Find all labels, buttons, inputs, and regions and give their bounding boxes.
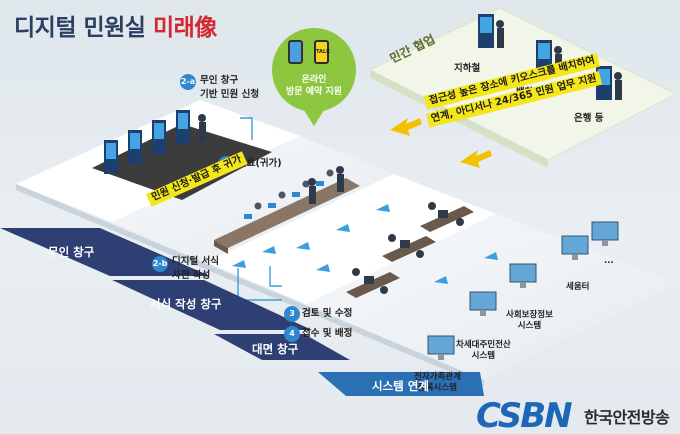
band-unmanned-counter: 무인 창구	[48, 245, 95, 259]
step-2a-label-line-2: 기반 민원 신청	[200, 89, 260, 100]
smartphone-icon	[288, 40, 303, 64]
system-seumteo: 세움터	[566, 282, 590, 292]
step-4-label: 접수 및 배정	[302, 328, 353, 339]
counter-desks	[346, 202, 474, 298]
kiosk-pad	[92, 124, 272, 200]
csbn-logo: CSBN	[476, 396, 573, 434]
step-2b-label-line-2: 사전 작성	[172, 270, 211, 281]
flow-arrows	[232, 204, 498, 284]
title-accent: 미래像	[152, 15, 217, 41]
online-reservation-label: 온라인 방문 예약 지원	[286, 75, 342, 97]
step-4-badge: 4	[284, 326, 300, 342]
system-resident-registration: 차세대주민전산 시스템	[456, 340, 511, 361]
step-3-counter-badge: 3	[284, 306, 300, 322]
title-main: 디지털 민원실	[14, 15, 146, 41]
step-3-kiosk-label: 완료(귀가)	[238, 158, 282, 169]
kakaotalk-icon: TALK	[314, 40, 330, 64]
system-monitors	[427, 221, 619, 360]
kiosk-machines	[104, 110, 206, 174]
band-system-link: 시스템 연계	[372, 379, 429, 393]
place-bank: 은행 등	[574, 113, 604, 124]
place-subway: 지하철	[454, 63, 481, 74]
system-social-security: 사회보장정보 시스템	[506, 310, 553, 331]
online-bubble-tail	[300, 104, 328, 126]
page-title: 디지털 민원실 미래像	[14, 8, 217, 42]
system-more: ...	[604, 256, 614, 266]
connection-arrows	[390, 118, 492, 168]
step-2a-badge: 2-a	[180, 74, 196, 90]
broadcaster-name: 한국안전방송	[584, 408, 670, 427]
system-family-relation: 전자가족관계 등록시스템	[414, 372, 461, 393]
band-form-writing-counter: 서식 작성 창구	[150, 297, 222, 311]
step-3-counter-label: 검토 및 수정	[302, 308, 353, 319]
step-2b-badge: 2-b	[152, 256, 168, 272]
step-2b-label-line-1: 디지털 서식	[172, 256, 220, 267]
writing-table	[214, 166, 360, 254]
step-2a-label-line-1: 무인 창구	[200, 75, 239, 86]
band-face-to-face-counter: 대면 창구	[252, 342, 299, 356]
